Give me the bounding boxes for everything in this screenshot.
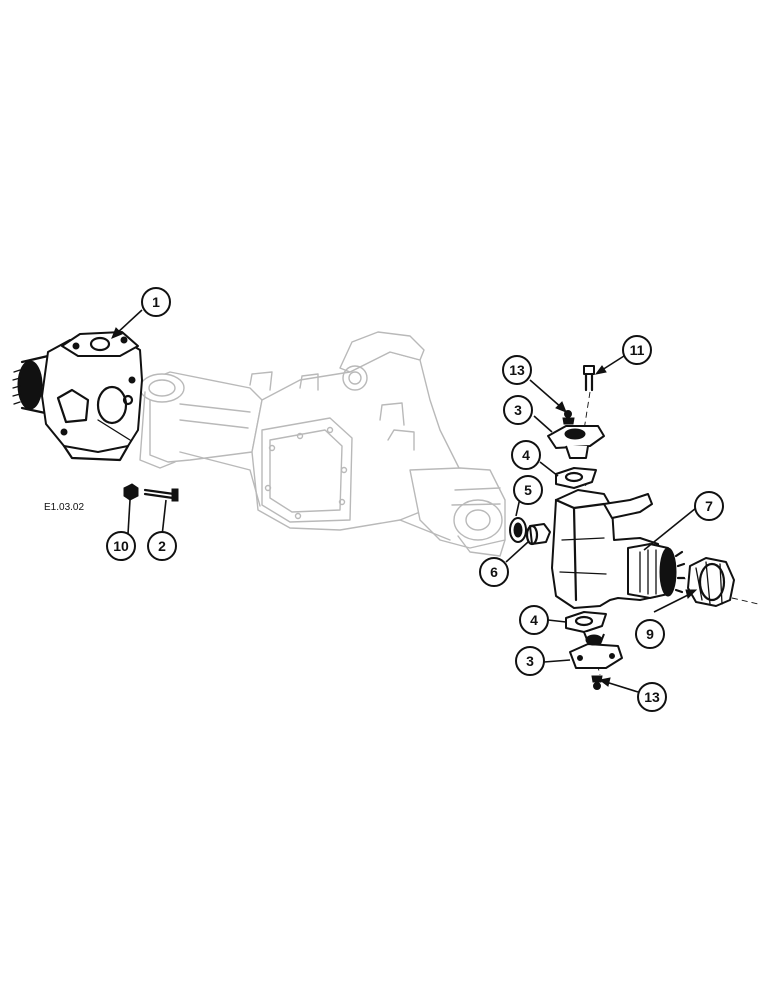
callout-label: 10 [113, 538, 129, 554]
lower-pivot-cap [569, 631, 623, 669]
callout-13-bottom: 13 [637, 682, 667, 712]
top-grease-nipple [562, 410, 575, 425]
callout-label: 4 [530, 612, 538, 628]
lower-grease-nipple [591, 675, 603, 690]
callout-label: 13 [509, 362, 525, 378]
axle-housing [139, 331, 506, 557]
callout-label: 7 [705, 498, 713, 514]
callout-4-bottom: 4 [519, 605, 549, 635]
callout-label: 11 [630, 342, 645, 358]
callout-4-top: 4 [511, 440, 541, 470]
callout-label: 4 [522, 447, 530, 463]
left-pivot-nut [123, 483, 139, 501]
callout-7: 7 [694, 491, 724, 521]
top-shim [555, 467, 597, 489]
callout-label: 3 [514, 402, 522, 418]
callout-label: 13 [644, 689, 660, 705]
callout-13-top: 13 [502, 355, 532, 385]
callout-layer [111, 309, 698, 693]
callout-label: 1 [152, 294, 160, 310]
steering-knuckle [551, 489, 686, 609]
top-pivot-cap [547, 425, 605, 459]
hub-lock-nut [687, 557, 735, 607]
top-bolt [583, 365, 595, 392]
callout-label: 3 [526, 653, 534, 669]
callout-label: 9 [646, 626, 654, 642]
callout-1: 1 [141, 287, 171, 317]
figure-reference-code: E1.03.02 [44, 502, 84, 513]
bushing-ring [509, 517, 527, 543]
callout-label: 5 [524, 482, 532, 498]
left-pivot-bolt [143, 488, 179, 502]
callout-5: 5 [513, 475, 543, 505]
lower-shim [565, 611, 607, 633]
callout-3-bottom: 3 [515, 646, 545, 676]
callout-3-top: 3 [503, 395, 533, 425]
callout-10: 10 [106, 531, 136, 561]
callout-9: 9 [635, 619, 665, 649]
callout-11: 11 [622, 335, 652, 365]
callout-label: 2 [158, 538, 166, 554]
callout-6: 6 [479, 557, 509, 587]
sleeve [525, 523, 551, 546]
callout-label: 6 [490, 564, 498, 580]
left-hub-housing [12, 331, 143, 462]
callout-2: 2 [147, 531, 177, 561]
